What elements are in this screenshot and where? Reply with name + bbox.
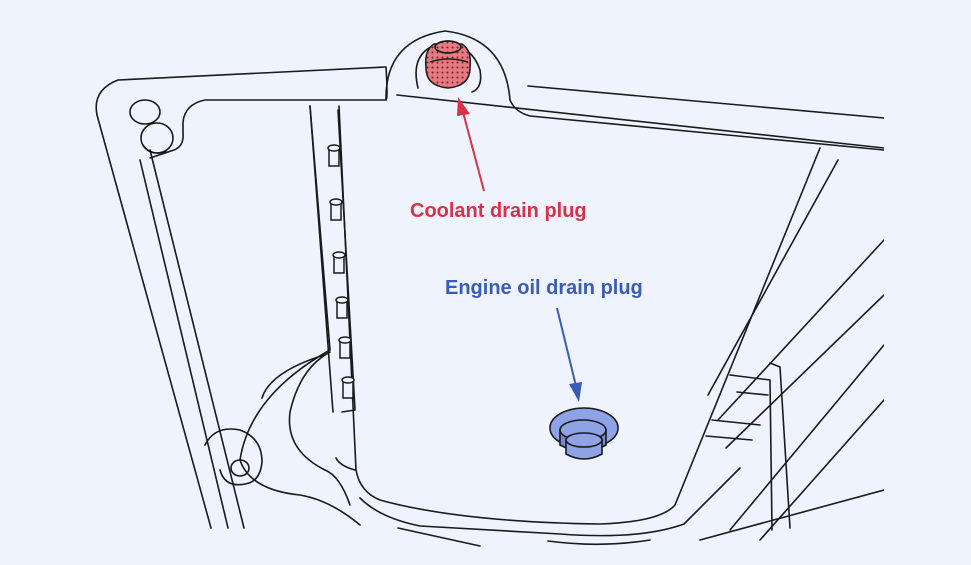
bolt-1 xyxy=(327,144,341,167)
right-edge-1 xyxy=(707,159,839,396)
corner-hole xyxy=(230,459,250,477)
top-rim xyxy=(149,66,388,159)
right-edge-6 xyxy=(699,489,884,541)
corner-flange xyxy=(204,428,263,486)
top-rim-inner xyxy=(396,94,884,149)
bolt-2 xyxy=(329,198,343,221)
oil-arrow xyxy=(556,307,582,402)
pan-body xyxy=(338,105,821,525)
right-edge-3 xyxy=(725,294,884,449)
engine-oil-drain-plug xyxy=(549,407,619,460)
top-rim-right xyxy=(527,85,884,119)
right-edge-5 xyxy=(759,399,884,541)
right-edge-2 xyxy=(717,239,884,421)
coolant-drain-plug xyxy=(424,40,472,89)
bolt-row xyxy=(327,144,355,399)
boss-1 xyxy=(129,99,161,125)
bolt-3 xyxy=(332,251,346,274)
right-edge-4 xyxy=(729,344,884,531)
bolt-rail-right xyxy=(337,109,356,413)
pan-side-line xyxy=(335,457,356,471)
bolt-5 xyxy=(338,336,352,359)
bolt-4 xyxy=(335,296,349,319)
engine-oil-drain-plug-label: Engine oil drain plug xyxy=(445,277,643,299)
coolant-boss xyxy=(385,30,884,151)
outer-frame xyxy=(95,66,386,529)
pan-outline-outer xyxy=(239,105,361,526)
bracket xyxy=(729,374,773,531)
bolt-6 xyxy=(341,376,355,399)
coolant-drain-plug-label: Coolant drain plug xyxy=(410,200,587,222)
frame-inner-rail-2 xyxy=(149,149,245,529)
coolant-arrow xyxy=(457,97,485,192)
bolt-rail-left xyxy=(309,105,334,413)
bottom-edge xyxy=(359,467,741,537)
frame-inner-rail xyxy=(139,159,229,529)
